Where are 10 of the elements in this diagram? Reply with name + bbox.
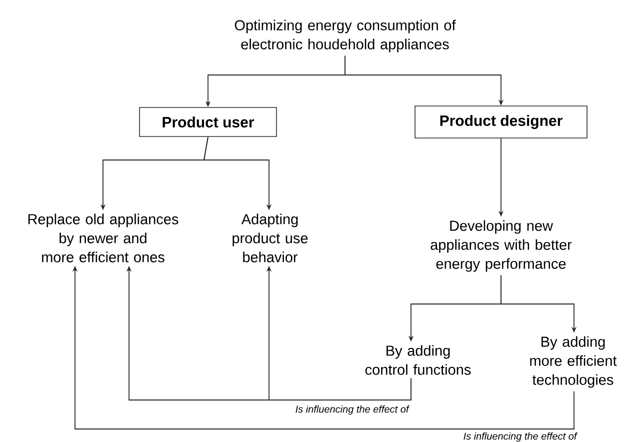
edge-label: Is influencing the effect of xyxy=(462,431,578,442)
role-box: Product user xyxy=(139,107,277,137)
edge-label: Is influencing the effect of xyxy=(294,404,410,416)
role-box: Product designer xyxy=(414,106,588,138)
outcome-text: By adding more efficient technologies xyxy=(530,336,617,388)
outcome-text: Adapting product use behavior xyxy=(232,214,308,262)
outcome-text: Replace old appliances by newer and more efficient ones xyxy=(28,214,178,262)
heading-text: Optimizing energy consumption of electronic houdehold appliances xyxy=(234,20,456,52)
outcome-text: By adding control functions xyxy=(365,345,471,375)
outcome-text: Developing new appliances with better energy performance xyxy=(430,220,572,272)
